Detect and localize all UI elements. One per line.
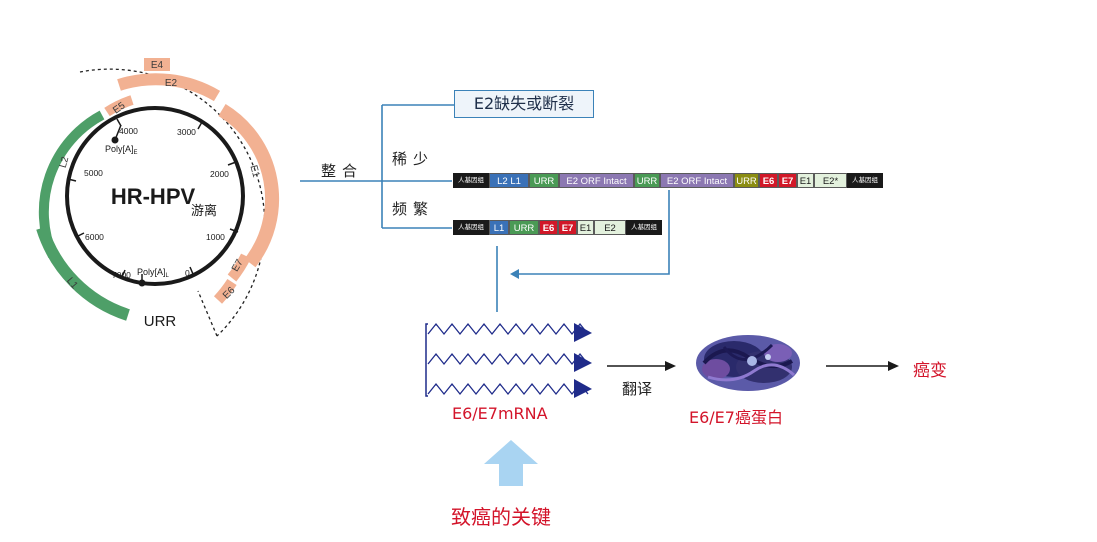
e5-gene-arc <box>104 95 134 117</box>
segment-e2-orf-intact: E2 ORF Intact <box>660 173 734 188</box>
right-human-genome: 人基因组 <box>847 173 883 188</box>
polya-early-marker <box>111 136 119 144</box>
urr-label: URR <box>144 313 177 330</box>
translation-arrow <box>607 361 676 371</box>
segment-e7: E7 <box>558 220 577 235</box>
mrna-wave-1 <box>427 322 589 336</box>
left-human-genome: 人基因组 <box>453 220 489 235</box>
segment-e1: E1 <box>577 220 594 235</box>
hpv-genome-map: E4 E2 E5 E1 E7 E6 L2 L1 0 1000 2000 3000… <box>36 58 280 337</box>
mrna-bracket <box>425 323 428 397</box>
segment-e2: E2 <box>594 220 626 235</box>
gene-label-e4: E4 <box>151 60 164 71</box>
genome-circle <box>65 106 245 286</box>
polya-late-marker <box>138 279 146 287</box>
tick-label-1000: 1000 <box>206 232 225 242</box>
protein-label: E6/E7癌蛋白 <box>689 408 783 427</box>
e4-gene-box <box>144 58 170 71</box>
dashed-arc-tail <box>197 290 218 337</box>
genome-title: HR-HPV <box>111 184 196 209</box>
mrna-arrow-1 <box>574 323 592 342</box>
tick-label-2000: 2000 <box>210 169 229 179</box>
segment-urr: URR <box>734 173 759 188</box>
right-human-genome: 人基因组 <box>626 220 662 235</box>
translation-label: 翻译 <box>622 380 653 398</box>
mrna-transcripts <box>425 322 592 398</box>
e2-deletion-box: E2缺失或断裂 <box>454 90 594 118</box>
segment-e2-orf-intact: E2 ORF Intact <box>559 173 634 188</box>
key-label: 致癌的关键 <box>451 505 551 529</box>
tick-label-0: 0 <box>185 268 190 278</box>
segment-urr: URR <box>634 173 660 188</box>
polya-late-label: Poly[A]L <box>137 267 170 279</box>
gene-label-e1: E1 <box>248 164 262 179</box>
mrna-arrow-3 <box>574 379 592 398</box>
segment-e1: E1 <box>797 173 814 188</box>
gene-label-e7: E7 <box>230 257 246 273</box>
e6-gene-arc <box>213 278 237 304</box>
e2-gene-arc <box>117 73 221 102</box>
rare-label: 稀少 <box>392 150 435 168</box>
e7-gene-arc <box>227 253 251 282</box>
segment-e7: E7 <box>778 173 797 188</box>
segment-urr: URR <box>509 220 539 235</box>
segment-l2-l1: L2 L1 <box>489 173 529 188</box>
tick-label-4000: 4000 <box>119 126 138 136</box>
outcome-label: 癌变 <box>913 361 947 381</box>
polya-early-label: Poly[A]E <box>105 144 138 156</box>
episome-label: 游离 <box>191 203 217 219</box>
l1-gene-arc <box>36 226 130 321</box>
tick-label-3000: 3000 <box>177 127 196 137</box>
mrna-label: E6/E7mRNA <box>452 404 548 423</box>
left-human-genome: 人基因组 <box>453 173 489 188</box>
gene-label-e2: E2 <box>165 78 178 89</box>
integration-label: 整合 <box>321 162 364 180</box>
feedback-arrow-head <box>510 269 519 279</box>
outcome-arrow <box>826 361 899 371</box>
segment-urr: URR <box>529 173 559 188</box>
tick-label-5000: 5000 <box>84 168 103 178</box>
gene-label-l2: L2 <box>58 155 72 169</box>
mrna-wave-3 <box>427 382 589 396</box>
segment-e6: E6 <box>539 220 558 235</box>
tick-label-7000: 7000 <box>112 270 131 280</box>
e1-gene-arc <box>218 104 280 268</box>
dashed-integration-arc <box>79 68 266 337</box>
mrna-wave-2 <box>427 352 589 366</box>
genome-ticks <box>67 118 239 278</box>
tick-label-6000: 6000 <box>85 232 104 242</box>
frequent-label: 频繁 <box>392 200 435 218</box>
protein-structure-image <box>696 335 800 391</box>
mrna-arrow-2 <box>574 353 592 372</box>
segment-e2-: E2* <box>814 173 847 188</box>
segment-e6: E6 <box>759 173 778 188</box>
segment-l1: L1 <box>489 220 509 235</box>
up-block-arrow <box>484 440 538 486</box>
